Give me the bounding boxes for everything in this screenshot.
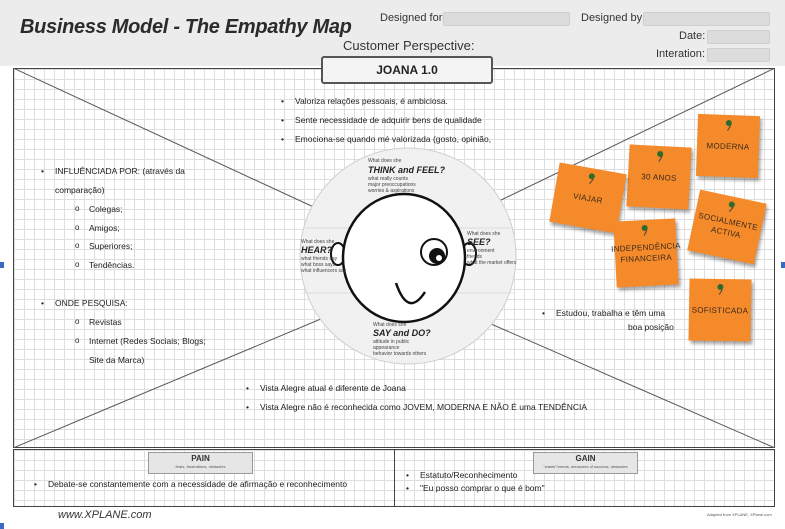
designed-for-label: Designed for: xyxy=(380,12,446,24)
date-field[interactable] xyxy=(707,30,770,44)
designed-for-field[interactable] xyxy=(443,12,570,26)
think-item: Valoriza relações pessoais, é ambiciosa. xyxy=(281,95,448,107)
pain-gain-divider xyxy=(394,449,395,507)
resize-handle-left[interactable] xyxy=(0,262,4,268)
hear-question: What does she xyxy=(301,239,335,245)
hear-influence-item: Tendências. xyxy=(75,259,134,271)
customer-perspective-label: Customer Perspective: xyxy=(343,38,475,53)
hear-influenced-title-cont: comparação) xyxy=(55,185,105,195)
hear-research-title: ONDE PESQUISA: xyxy=(41,297,128,309)
gain-item: Estatuto/Reconhecimento xyxy=(406,469,517,481)
head-icon xyxy=(341,192,467,324)
resize-handle-right[interactable] xyxy=(781,262,785,268)
see-heading: SEE? xyxy=(467,237,491,247)
footer-url: www.XPLANE.com xyxy=(58,509,152,521)
pain-title: PAIN xyxy=(191,454,210,463)
quadrant-diagonals xyxy=(13,68,775,448)
hear-heading: HEAR? xyxy=(301,245,332,255)
think-feel-subtext: what really counts major preoccupations … xyxy=(368,176,416,194)
persona-name-box[interactable]: JOANA 1.0 xyxy=(321,56,493,84)
sticky-note[interactable]: 30 ANOS xyxy=(626,144,692,210)
say-question: What does she xyxy=(373,322,407,328)
pain-item: Debate-se constantemente com a necessida… xyxy=(34,478,347,490)
say-item: Vista Alegre não é reconhecida como JOVE… xyxy=(246,401,587,413)
see-item: Estudou, trabalha e têm uma xyxy=(542,307,665,319)
date-label: Date: xyxy=(679,30,706,42)
hear-subtext: what friends say what boss says what inf… xyxy=(301,256,347,274)
say-do-heading: SAY and DO? xyxy=(373,328,431,338)
gain-item: "Eu posso comprar o que é bom" xyxy=(406,482,545,494)
header-background xyxy=(0,0,785,66)
hear-influence-item: Colegas; xyxy=(75,203,122,215)
designed-by-label: Designed by: xyxy=(581,12,646,24)
think-question: What does she xyxy=(368,158,402,164)
hear-influence-item: Superiores; xyxy=(75,240,133,252)
gain-title: GAIN xyxy=(575,454,596,463)
page-title: Business Model - The Empathy Map xyxy=(20,16,352,38)
hear-research-item: Internet (Redes Sociais; Blogs; xyxy=(75,335,206,347)
think-feel-heading: THINK and FEEL? xyxy=(368,165,445,175)
hear-influenced-title: INFLUÊNCIADA POR: (através da xyxy=(41,165,185,177)
hear-influence-item: Amigos; xyxy=(75,222,120,234)
designed-by-field[interactable] xyxy=(643,12,770,26)
iteration-field[interactable] xyxy=(707,48,770,62)
see-item-cont: boa posição xyxy=(628,322,674,332)
hear-research-item-cont: Site da Marca) xyxy=(89,355,145,365)
gain-heading-box: GAIN "wants"/needs, measures of success,… xyxy=(533,452,638,474)
resize-handle-bottom-left[interactable] xyxy=(0,523,4,529)
pain-heading-box: PAIN fears, frustrations, obstacles xyxy=(148,452,253,474)
pain-subtitle: fears, frustrations, obstacles xyxy=(175,464,226,469)
sticky-note[interactable]: MODERNA xyxy=(695,113,761,179)
sticky-note[interactable]: SOFISTICADA xyxy=(688,278,752,342)
say-item: Vista Alegre atual é diferente de Joana xyxy=(246,382,406,394)
mouth-icon xyxy=(394,282,427,305)
see-question: What does she xyxy=(467,231,501,237)
think-item: Sente necessidade de adquirir bens de qu… xyxy=(281,114,482,126)
footer-credit: Adapted from XPLANE, XPlane.com xyxy=(707,512,772,517)
hear-research-item: Revistas xyxy=(75,316,121,328)
see-subtext: environment friends what the market offe… xyxy=(467,248,517,266)
think-item: Emociona-se quando mé valorizada (gosto,… xyxy=(281,133,491,145)
gain-subtitle: "wants"/needs, measures of success, obst… xyxy=(543,464,628,469)
iteration-label: Interation: xyxy=(656,48,705,60)
sticky-note[interactable]: INDEPENDÊNCIA FINANCEIRA xyxy=(611,218,681,288)
say-do-subtext: attitude in public appearance behavior t… xyxy=(373,339,427,357)
